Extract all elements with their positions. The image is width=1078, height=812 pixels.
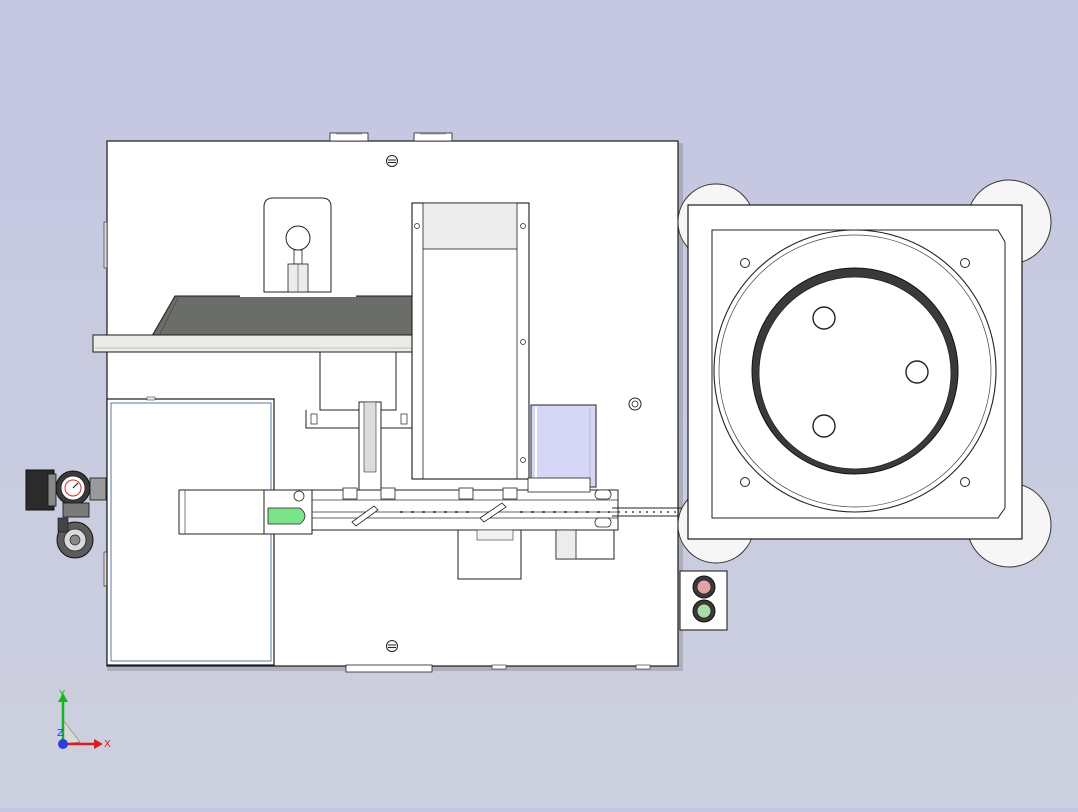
lamp-bracket[interactable]: [263, 197, 332, 293]
actuator-block[interactable]: [457, 529, 522, 580]
screw-right: [628, 397, 642, 411]
screw-bottom: [386, 640, 398, 652]
transparent-cylinder[interactable]: [530, 404, 597, 488]
triad-z-label: Z: [57, 728, 64, 739]
triad-y-label: Y: [58, 689, 66, 700]
left-edge-tab: [103, 221, 108, 269]
coordinate-triad[interactable]: X Y Z: [57, 689, 111, 750]
motor-block[interactable]: [555, 529, 615, 560]
screw-top: [386, 155, 398, 167]
bottom-mount-tabs: [345, 664, 651, 673]
feed-track[interactable]: [311, 477, 619, 531]
triad-x-label: X: [104, 739, 111, 750]
feeder-carriage[interactable]: [178, 489, 313, 535]
top-mount-tabs: [329, 132, 453, 142]
hopper-support: [305, 351, 413, 493]
vertical-column[interactable]: [411, 202, 530, 480]
pressure-regulator[interactable]: [25, 469, 107, 559]
vibratory-bowl[interactable]: [713, 229, 997, 513]
start-button[interactable]: [692, 599, 716, 623]
stop-button[interactable]: [692, 575, 716, 599]
hopper[interactable]: [151, 295, 446, 337]
